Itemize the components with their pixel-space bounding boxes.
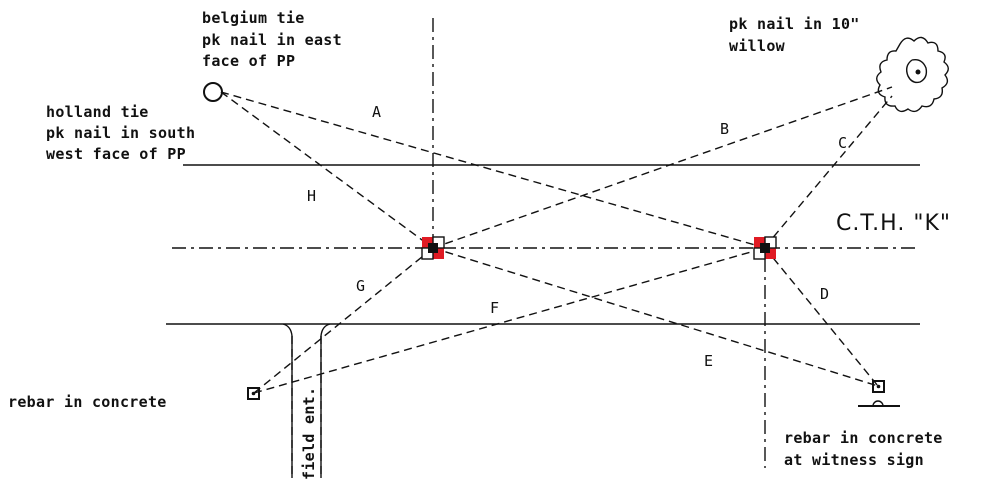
road-label: C.T.H. "K" xyxy=(836,211,951,236)
willow-line-1: pk nail in 10" xyxy=(729,15,860,33)
tie-line-g xyxy=(253,247,434,394)
tie-label-b: B xyxy=(720,120,729,138)
tie-line-d xyxy=(764,247,879,387)
tie-label-g: G xyxy=(356,277,365,295)
tie-label-a: A xyxy=(372,103,381,121)
belgium-tie-line-2: pk nail in east xyxy=(202,31,342,49)
holland-tie-note: holland tie pk nail in south west face o… xyxy=(46,103,195,163)
willow-note: pk nail in 10" willow xyxy=(729,15,860,55)
holland-tie-line-1: holland tie xyxy=(46,103,149,121)
holland-tie-line-2: pk nail in south xyxy=(46,124,195,142)
tie-line-f xyxy=(253,247,766,394)
monument-west xyxy=(421,236,445,260)
rebar-witness-line-1: rebar in concrete xyxy=(784,429,943,447)
rebar-left-icon xyxy=(247,387,260,400)
willow-tree-icon xyxy=(876,36,949,113)
tie-label-e: E xyxy=(704,352,713,370)
belgium-tie-note: belgium tie pk nail in east face of PP xyxy=(202,9,342,70)
tie-label-d: D xyxy=(820,285,829,303)
tie-label-f: F xyxy=(490,299,499,317)
field-entrance xyxy=(282,323,331,478)
tie-line-h xyxy=(220,91,434,249)
field-entrance-label: field ent. xyxy=(300,387,318,480)
belgium-tie-line-3: face of PP xyxy=(202,52,295,70)
rebar-witness-line-2: at witness sign xyxy=(784,451,924,469)
rebar-left-note: rebar in concrete xyxy=(8,393,167,411)
tie-line-a xyxy=(220,91,763,248)
tie-line-c xyxy=(764,95,893,248)
rebar-witness-icon xyxy=(872,380,885,393)
willow-line-2: willow xyxy=(729,37,786,55)
tie-line-b xyxy=(432,86,893,249)
belgium-tie-line-1: belgium tie xyxy=(202,9,305,27)
tie-label-h: H xyxy=(307,187,316,205)
power-pole-icon xyxy=(203,82,223,102)
witness-sign-icon xyxy=(858,400,900,407)
holland-tie-line-3: west face of PP xyxy=(46,145,186,163)
monument-east xyxy=(753,236,777,260)
rebar-witness-note: rebar in concrete at witness sign xyxy=(784,429,943,469)
tie-line-e xyxy=(432,247,879,387)
tie-label-c: C xyxy=(838,134,847,152)
